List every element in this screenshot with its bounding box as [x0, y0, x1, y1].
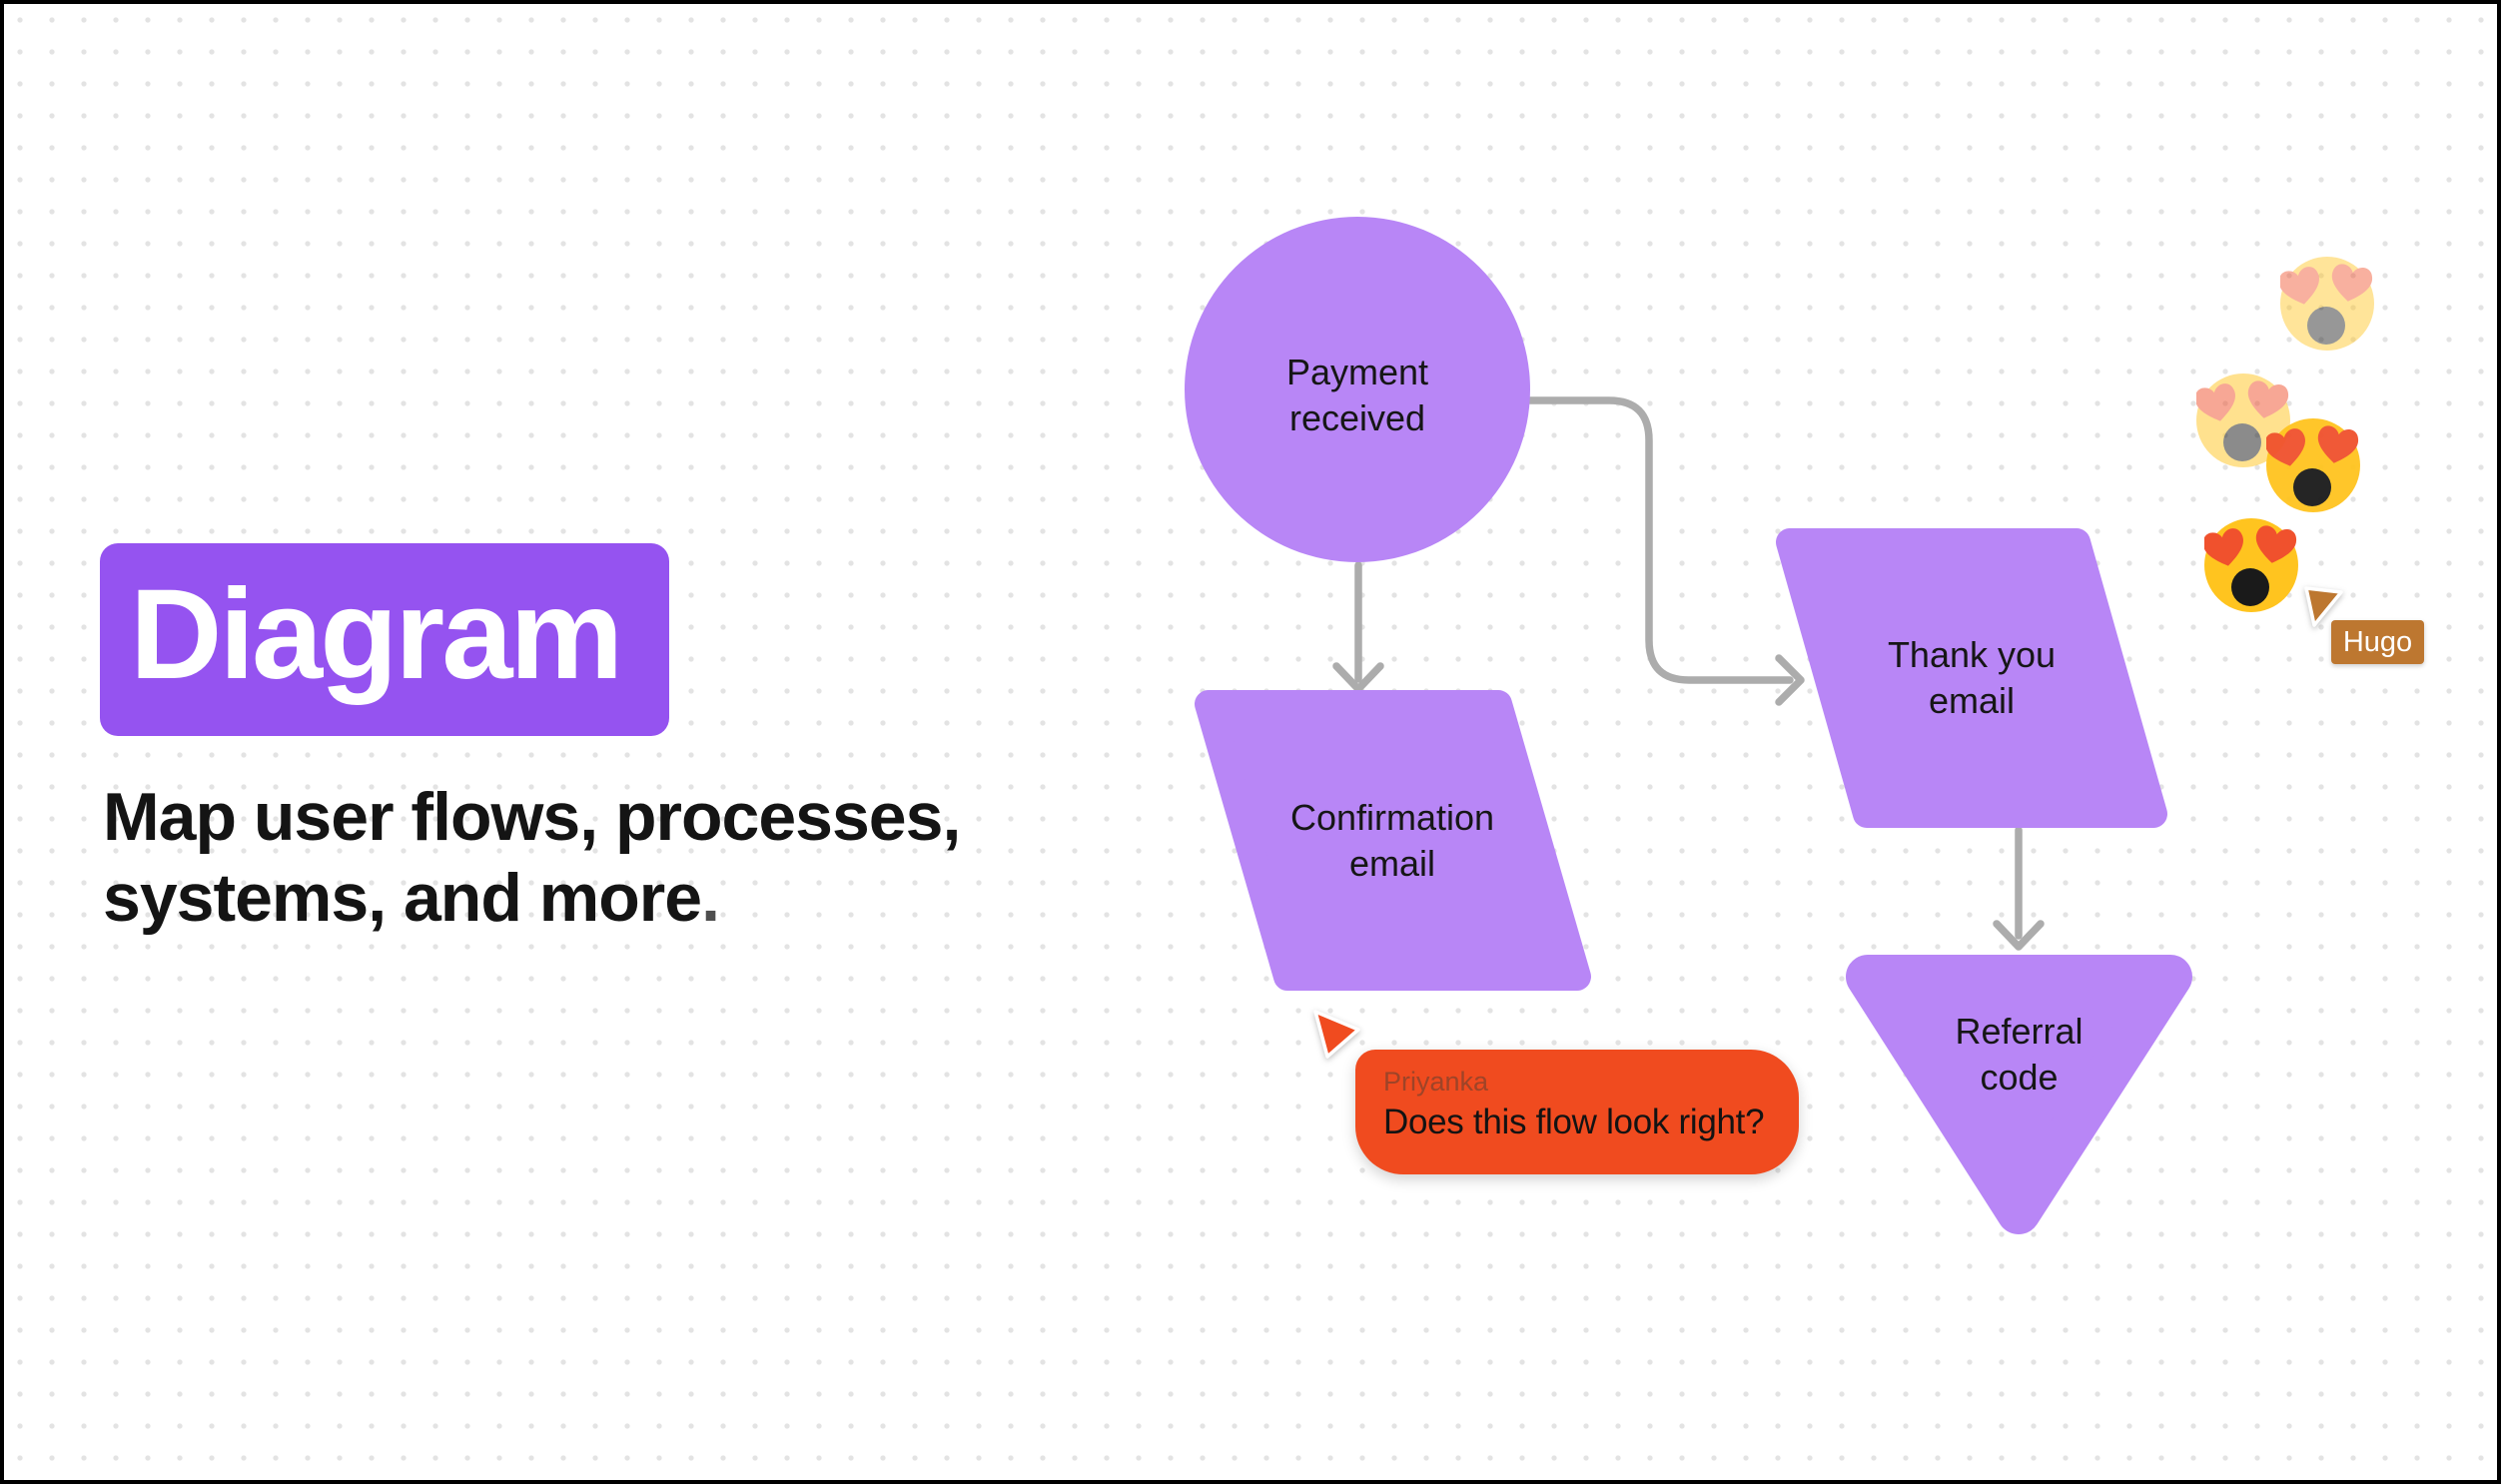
hero-badge: Diagram [100, 543, 669, 736]
node-confirmation-email-parallelogram[interactable] [1195, 690, 1591, 991]
arrowhead-down-icon [1993, 920, 2045, 951]
node-thank-you-email-parallelogram[interactable] [1776, 528, 2167, 828]
page-title: Diagram [130, 562, 623, 706]
node-referral-code-triangle[interactable] [1846, 955, 2192, 1234]
priyanka-cursor-icon [1313, 1010, 1360, 1059]
node-payment-received-circle[interactable] [1185, 217, 1530, 562]
comment-bubble[interactable]: Priyanka Does this flow look right? [1355, 1050, 1799, 1174]
tagline: Map user flows, processes, systems, and … [103, 777, 1202, 939]
arrowhead-right-icon [1775, 654, 1805, 706]
flowchart [1185, 217, 2501, 1234]
comment-message: Does this flow look right? [1383, 1103, 1765, 1141]
arrowhead-down-icon [1332, 662, 1384, 693]
tagline-line2: systems, and more [103, 860, 702, 936]
hugo-cursor-label: Hugo [2331, 620, 2424, 664]
heart-eyes-emoji [2201, 518, 2298, 612]
tagline-period: . [701, 860, 720, 936]
tagline-line1: Map user flows, processes, [103, 779, 961, 855]
heart-eyes-emoji [2277, 257, 2374, 351]
reactions [2193, 257, 2374, 612]
connector-payment-to-thankyou[interactable] [1526, 396, 1794, 684]
hugo-cursor-icon [2304, 586, 2343, 627]
cursor-user-name: Hugo [2342, 625, 2413, 658]
comment-author: Priyanka [1383, 1067, 1489, 1097]
